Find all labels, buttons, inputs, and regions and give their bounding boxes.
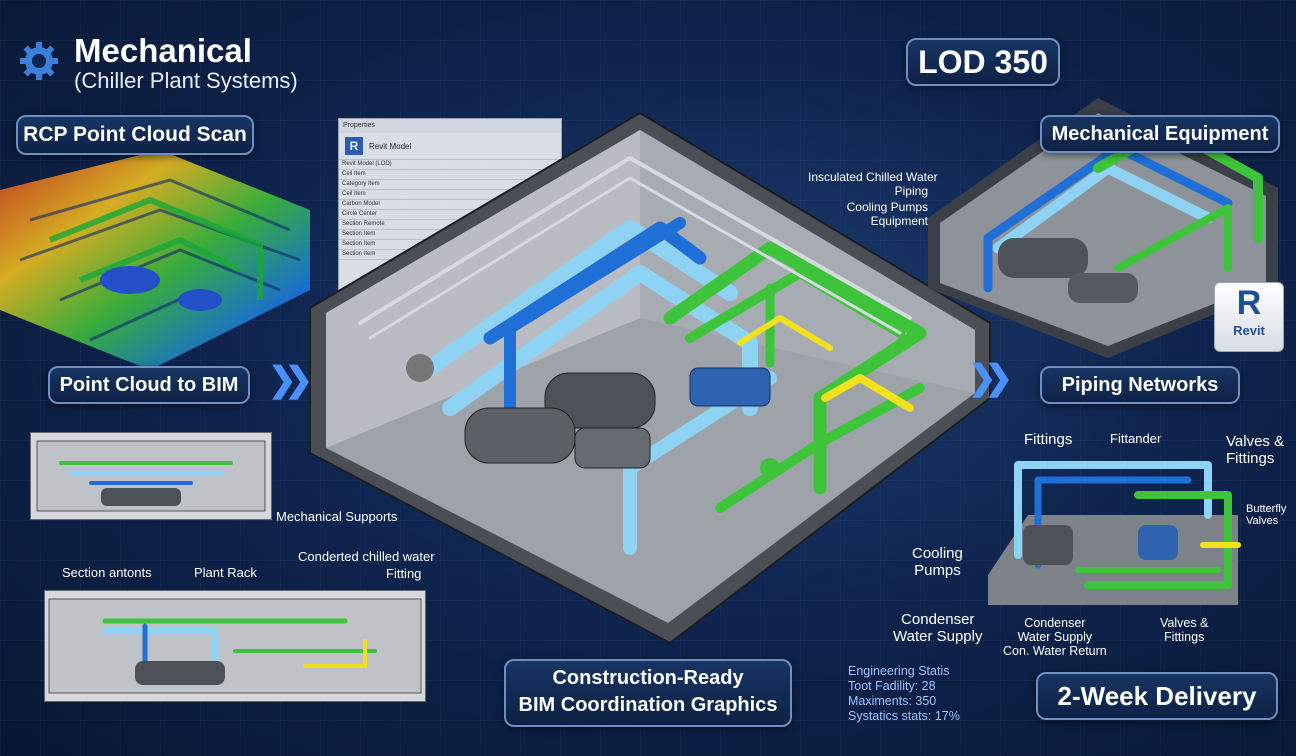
plant-rack-callout: Plant Rack xyxy=(194,565,257,580)
section-antonts-callout: Section antonts xyxy=(62,565,152,580)
valves-fittings-top-callout: Valves & Fittings xyxy=(1226,433,1285,467)
delivery-badge: 2-Week Delivery xyxy=(1036,672,1278,720)
page-title: Mechanical xyxy=(74,32,252,69)
point-cloud-to-bim-badge: Point Cloud to BIM xyxy=(48,366,250,404)
fittings-callout: Fittings xyxy=(1024,431,1073,448)
section-drawing-top xyxy=(30,432,272,520)
page-subtitle: (Chiller Plant Systems) xyxy=(74,68,298,93)
point-cloud-scan-image xyxy=(0,150,310,370)
section-drawing-main xyxy=(44,590,426,702)
fitting-callout: Fitting xyxy=(386,566,422,581)
double-chevron-right-icon: ❯❯ xyxy=(968,359,1013,397)
properties-row: Circle Center xyxy=(339,210,561,220)
properties-row: Ceil Item xyxy=(339,190,561,200)
properties-row: Carbon Model xyxy=(339,200,561,210)
piping-networks-model xyxy=(988,455,1248,615)
engineering-stats: Engineering Statis Toot Fadility: 28 Max… xyxy=(848,664,960,723)
condensed-chilled-water-callout: Conderted chilled water xyxy=(298,549,435,564)
mechanical-equipment-model xyxy=(928,88,1288,368)
insulated-piping-callout: Insculated Chilled Water Piping xyxy=(808,170,938,198)
double-chevron-right-icon: ❯❯ xyxy=(268,361,313,399)
revit-logo: R Revit xyxy=(1214,282,1284,352)
cooling-pumps-callout: Cooling Pumps xyxy=(912,545,963,579)
properties-header: Properties xyxy=(339,119,561,133)
fittander-callout: Fittander xyxy=(1110,431,1162,446)
cooling-pumps-equipment-callout: Cooling Pumps Equipment xyxy=(846,200,928,228)
condenser-water-supply-callout: Condenser Water Supply xyxy=(893,611,983,645)
construction-ready-badge: Construction-Ready BIM Coordination Grap… xyxy=(504,659,792,727)
type-name: Revit Model xyxy=(369,141,412,151)
gear-icon xyxy=(18,40,60,82)
lod-badge: LOD 350 xyxy=(906,38,1060,86)
mechanical-supports-callout: Mechanical Supports xyxy=(276,509,398,524)
condenser-return-callout: Condenser Water Supply Con. Water Return xyxy=(1003,616,1107,658)
properties-row: Revit Model (LOD) xyxy=(339,160,561,170)
properties-row: Ceil Item xyxy=(339,170,561,180)
rcp-scan-badge: RCP Point Cloud Scan xyxy=(16,115,254,155)
central-isometric-model xyxy=(300,108,1000,653)
piping-networks-badge: Piping Networks xyxy=(1040,366,1240,404)
valves-fittings-bottom-callout: Valves & Fittings xyxy=(1160,616,1209,644)
mechanical-equipment-badge: Mechanical Equipment xyxy=(1040,115,1280,153)
properties-row: Category Item xyxy=(339,180,561,190)
revit-small-icon: R xyxy=(345,137,363,155)
butterfly-valves-callout: Butterfly Valves xyxy=(1246,503,1287,527)
